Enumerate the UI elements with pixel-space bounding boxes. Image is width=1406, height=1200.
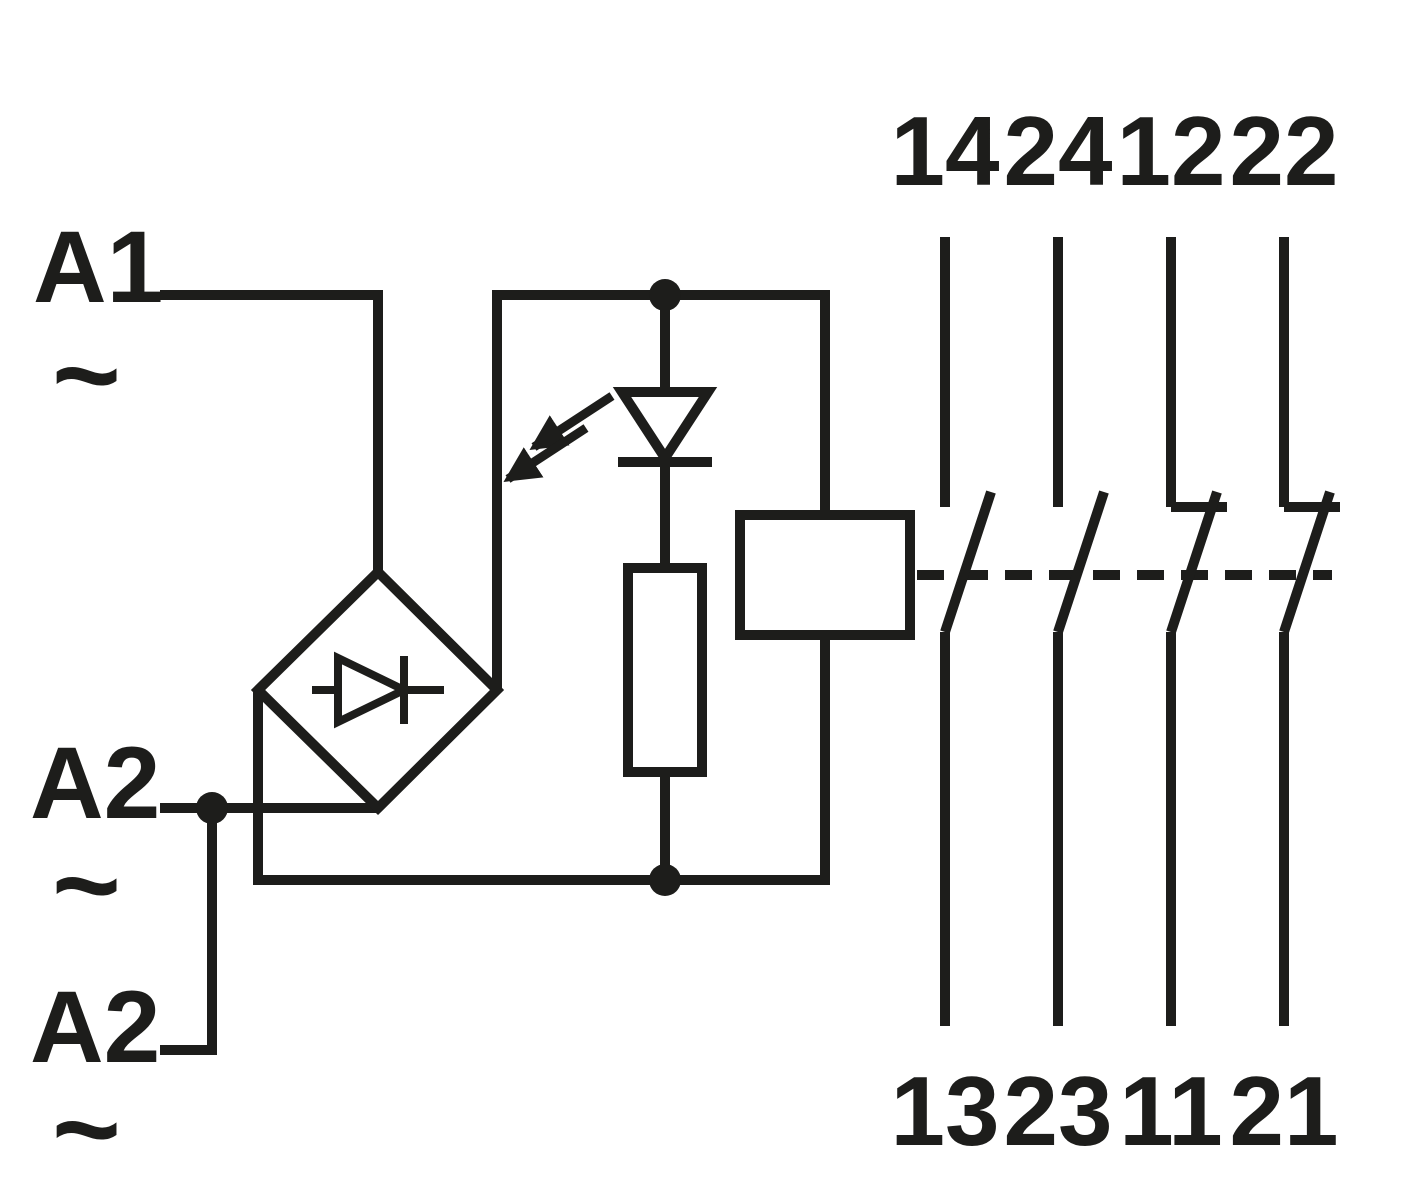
bridge-diode-triangle: [334, 651, 414, 729]
terminal-21-label: 21: [1229, 1056, 1338, 1166]
contact-13-14: 14 13: [890, 96, 999, 1166]
led-indicator: [503, 295, 718, 568]
resistor-body: [623, 563, 707, 777]
terminal-a1-label: A1: [33, 210, 163, 324]
terminal-a2-ac-symbol: ~: [52, 819, 121, 951]
a1-wire: [160, 290, 383, 572]
contact-23-24: 24 23: [1003, 96, 1112, 1166]
terminal-a2-bottom: A2 ~: [30, 808, 217, 1195]
terminal-11-label: 11: [1119, 1056, 1223, 1166]
contact-blade-23-24: [1053, 490, 1109, 634]
terminal-12-label: 12: [1116, 96, 1225, 206]
a2b-wire: [160, 808, 217, 1055]
terminal-a2b-label: A2: [30, 970, 160, 1084]
terminal-13-label: 13: [890, 1056, 999, 1166]
led-triangle: [612, 387, 718, 468]
led-light-arrow-2: [503, 424, 589, 483]
relay-coil: [735, 510, 915, 640]
terminal-a1-ac-symbol: ~: [52, 309, 121, 441]
terminal-a1: A1 ~: [33, 210, 383, 572]
junction-dot-a2: [196, 792, 228, 824]
contact-blade-11-12: [1166, 490, 1222, 634]
series-resistor: [623, 563, 707, 880]
terminal-24-label: 24: [1003, 96, 1112, 206]
contact-blade-21-22: [1279, 490, 1335, 634]
led-light-arrow-1: [529, 392, 615, 451]
terminal-23-label: 23: [1003, 1056, 1112, 1166]
dc-minus-rail: [253, 635, 830, 885]
terminal-a2-label: A2: [30, 726, 160, 840]
contact-21-22: 22 21: [1229, 96, 1340, 1166]
terminal-22-label: 22: [1229, 96, 1338, 206]
contact-blade-13-14: [940, 490, 996, 634]
bridge-rectifier: [250, 564, 505, 816]
contact-11-12: 12 11: [1116, 96, 1227, 1166]
terminal-14-label: 14: [890, 96, 999, 206]
terminal-a2b-ac-symbol: ~: [52, 1063, 121, 1195]
